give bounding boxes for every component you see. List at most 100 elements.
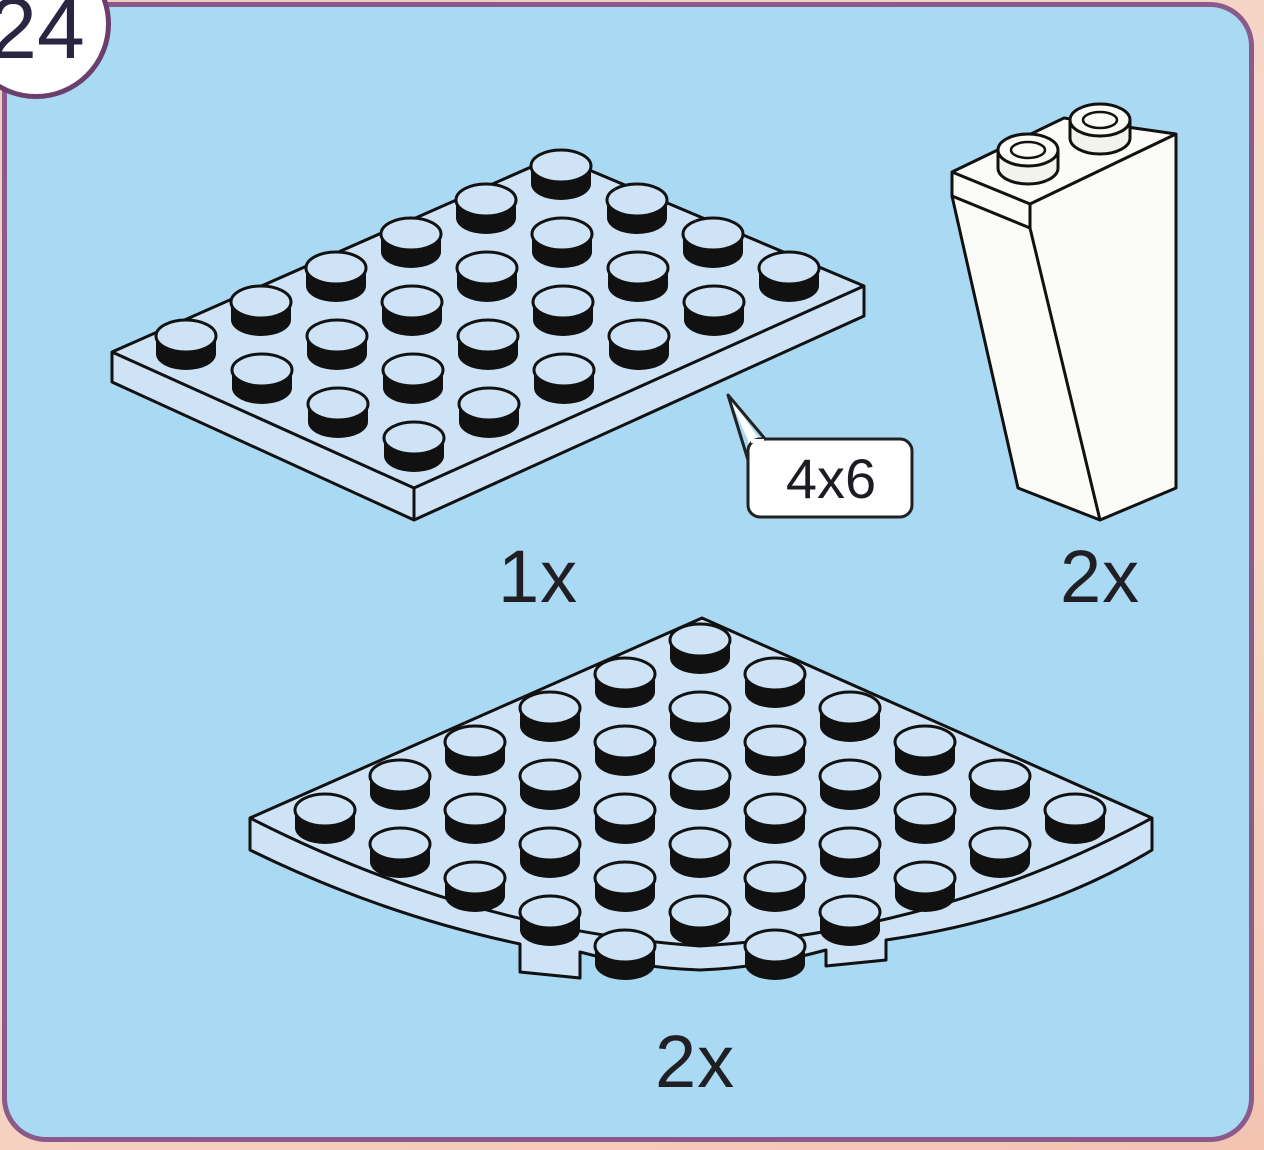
plate-stud-top — [384, 422, 444, 454]
plate-stud-top — [683, 218, 743, 250]
plate-stud-top — [608, 252, 668, 284]
plate-stud — [607, 184, 667, 234]
corner-plate-stud — [295, 794, 355, 844]
corner-plate-stud — [895, 794, 955, 844]
plate-stud-top — [458, 320, 518, 352]
plate-stud-top — [456, 184, 516, 216]
corner-plate-stud — [520, 760, 580, 810]
corner-plate-stud — [670, 692, 730, 742]
corner-plate-stud — [820, 760, 880, 810]
corner-plate-stud — [745, 862, 805, 912]
corner-plate-stud — [595, 794, 655, 844]
size-label: 4x6 — [750, 439, 912, 517]
corner-plate-stud — [595, 862, 655, 912]
plate-stud — [457, 252, 517, 302]
corner-plate-stud-top — [595, 726, 655, 758]
corner-plate-stud — [445, 726, 505, 776]
plate-stud-top — [307, 320, 367, 352]
plate-stud — [534, 354, 594, 404]
corner-plate-stud — [595, 726, 655, 776]
plate-stud — [683, 218, 743, 268]
corner-plate-stud-top — [670, 624, 730, 656]
corner-plate-stud — [670, 760, 730, 810]
corner-plate-stud-top — [670, 760, 730, 792]
corner-plate-stud-top — [445, 794, 505, 826]
corner-plate-stud — [520, 692, 580, 742]
plate-stud — [531, 150, 591, 200]
corner-plate-stud-top — [595, 930, 655, 962]
round-corner-plate-quantity: 2x — [655, 1025, 735, 1099]
plate-stud — [381, 218, 441, 268]
corner-plate-stud-top — [595, 794, 655, 826]
plate-stud-top — [382, 286, 442, 318]
plate-stud-top — [684, 286, 744, 318]
plate-stud — [609, 320, 669, 370]
corner-plate-stud-top — [745, 726, 805, 758]
plate-stud-top — [534, 354, 594, 386]
corner-plate-stud — [970, 760, 1030, 810]
plate-stud-top — [532, 218, 592, 250]
corner-plate-stud-top — [520, 760, 580, 792]
corner-plate-stud — [670, 896, 730, 946]
corner-plate-stud — [895, 726, 955, 776]
plate-stud — [382, 286, 442, 336]
corner-plate-stud — [745, 658, 805, 708]
corner-plate-stud — [820, 828, 880, 878]
plate-stud-top — [232, 354, 292, 386]
corner-plate-stud-top — [895, 726, 955, 758]
corner-plate-stud — [520, 896, 580, 946]
corner-plate-stud-top — [745, 862, 805, 894]
plate-stud — [759, 252, 819, 302]
slope-brick-quantity: 2x — [1060, 540, 1140, 614]
corner-plate-stud-top — [295, 794, 355, 826]
corner-plate-stud-top — [970, 828, 1030, 860]
plate-stud — [608, 252, 668, 302]
corner-plate-stud — [595, 930, 655, 980]
plate-stud-top — [306, 252, 366, 284]
corner-plate-stud-top — [670, 828, 730, 860]
plate-stud — [232, 354, 292, 404]
corner-plate-stud-top — [670, 896, 730, 928]
slope-brick — [952, 104, 1176, 520]
corner-plate-stud-top — [445, 726, 505, 758]
plate-stud-top — [533, 286, 593, 318]
corner-plate-stud-top — [895, 862, 955, 894]
corner-plate-stud — [520, 828, 580, 878]
corner-plate-stud-top — [745, 930, 805, 962]
corner-plate-stud-top — [745, 658, 805, 690]
round-corner-plate — [250, 618, 1152, 980]
corner-plate-stud — [370, 828, 430, 878]
plate-stud-top — [231, 286, 291, 318]
plate-stud-top — [607, 184, 667, 216]
corner-plate-stud-top — [820, 828, 880, 860]
plate-stud — [156, 320, 216, 370]
plate-stud-top — [381, 218, 441, 250]
plate-stud-top — [457, 252, 517, 284]
corner-plate-stud — [670, 828, 730, 878]
corner-plate-stud — [670, 624, 730, 674]
corner-plate-stud — [1045, 794, 1105, 844]
corner-plate-stud-top — [820, 760, 880, 792]
corner-plate-stud — [445, 794, 505, 844]
plate-stud — [458, 320, 518, 370]
corner-plate-stud — [820, 692, 880, 742]
corner-plate-stud — [820, 896, 880, 946]
plate-stud — [231, 286, 291, 336]
plate-stud — [532, 218, 592, 268]
corner-plate-stud — [970, 828, 1030, 878]
plate-stud — [533, 286, 593, 336]
corner-plate-stud-top — [370, 828, 430, 860]
corner-plate-stud-top — [820, 896, 880, 928]
plate-stud-top — [459, 388, 519, 420]
corner-plate-stud-top — [670, 692, 730, 724]
corner-plate-stud-top — [820, 692, 880, 724]
slope-brick-body — [952, 118, 1176, 520]
corner-plate-stud-top — [520, 692, 580, 724]
plate-stud — [459, 388, 519, 438]
corner-plate-stud-top — [370, 760, 430, 792]
corner-plate-stud — [745, 930, 805, 980]
plate-stud-top — [383, 354, 443, 386]
corner-plate-stud — [745, 726, 805, 776]
slope-stud-left — [998, 134, 1058, 166]
corner-plate-stud-top — [745, 794, 805, 826]
